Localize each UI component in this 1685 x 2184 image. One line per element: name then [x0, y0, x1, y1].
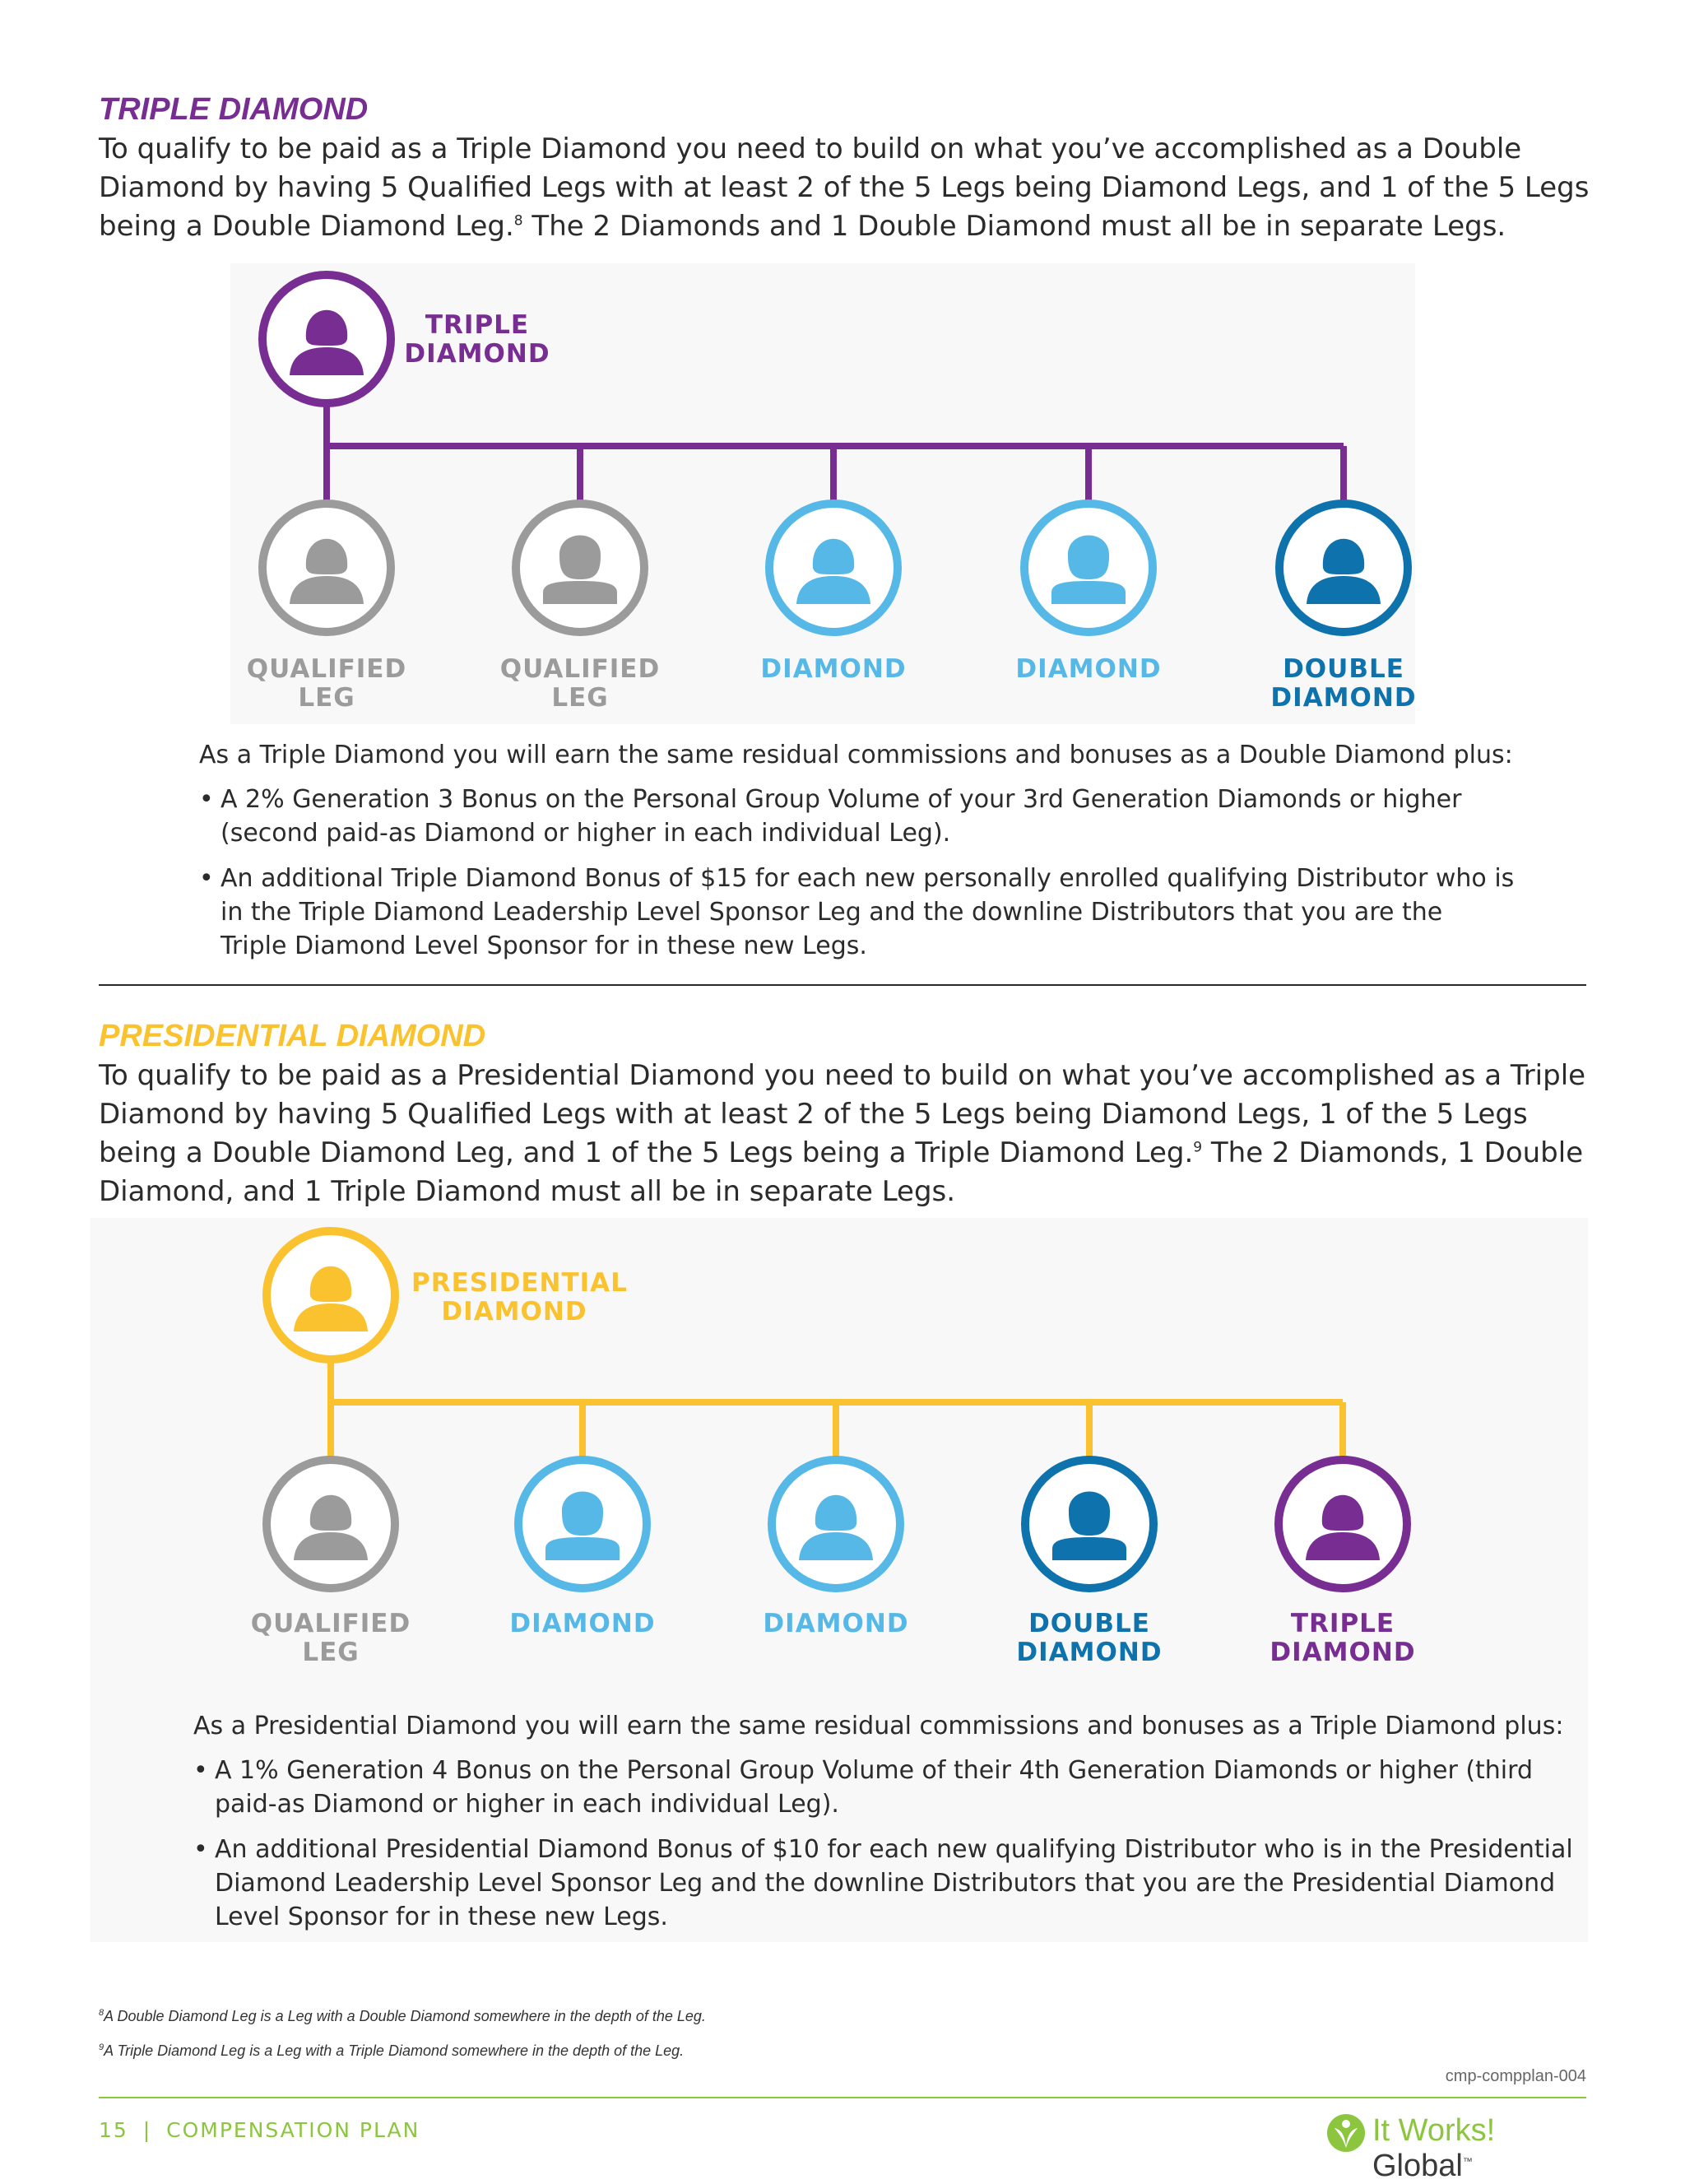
footnote-ref: 9	[1193, 1139, 1203, 1156]
intro-text-cont: The 2 Diamonds and 1 Double Diamond must…	[522, 210, 1506, 243]
presidential-node-2-label: DIAMOND	[509, 1609, 656, 1638]
triple-diamond-intro: To qualify to be paid as a Triple Diamon…	[99, 130, 1596, 246]
triple-node-5	[1275, 500, 1412, 636]
triple-diamond-tree-lines	[258, 271, 1412, 636]
female-person-icon	[799, 1494, 873, 1560]
female-person-icon	[1307, 538, 1381, 604]
female-person-icon	[294, 1266, 368, 1331]
presidential-node-2	[514, 1456, 651, 1592]
presidential-node-4	[1021, 1456, 1158, 1592]
triple-diamond-title: TRIPLE DIAMOND	[99, 92, 369, 127]
presidential-node-3	[768, 1456, 904, 1592]
list-item: A 2% Generation 3 Bonus on the Personal …	[199, 783, 1516, 850]
male-person-icon	[543, 535, 617, 604]
male-person-icon	[1051, 535, 1126, 604]
female-person-icon	[1306, 1494, 1380, 1560]
footer-page-label: 15 | COMPENSATION PLAN	[99, 2118, 420, 2142]
intro-text-cont: The 2 Diamonds, 1 Double Diamond, and 1 …	[99, 1136, 1584, 1208]
list-item: An additional Triple Diamond Bonus of $1…	[199, 862, 1516, 963]
document-code: cmp-compplan-004	[1445, 2067, 1586, 2085]
triple-node-2	[512, 500, 648, 636]
list-item: An additional Presidential Diamond Bonus…	[193, 1833, 1576, 1934]
list-item: A 1% Generation 4 Bonus on the Personal …	[193, 1754, 1576, 1821]
female-person-icon	[290, 538, 364, 604]
footnote-8: 8A Double Diamond Leg is a Leg with a Do…	[99, 2008, 706, 2024]
footer-separator: |	[142, 2118, 152, 2142]
female-person-icon	[290, 309, 364, 375]
presidential-benefits: As a Presidential Diamond you will earn …	[193, 1712, 1576, 1945]
footnote-ref: 8	[513, 212, 523, 230]
presidential-diamond-tree-lines	[262, 1227, 1411, 1592]
presidential-benefits-list: A 1% Generation 4 Bonus on the Personal …	[193, 1754, 1576, 1934]
presidential-diamond-intro: To qualify to be paid as a Presidential …	[99, 1057, 1596, 1211]
presidential-benefits-lead: As a Presidential Diamond you will earn …	[193, 1712, 1564, 1740]
section-divider	[99, 984, 1586, 986]
male-person-icon	[545, 1491, 620, 1560]
page-number: 15	[99, 2118, 128, 2142]
triple-top-label: TRIPLE DIAMOND	[404, 310, 550, 369]
triple-benefits-list: A 2% Generation 3 Bonus on the Personal …	[199, 783, 1516, 963]
triple-node-4-label: DIAMOND	[1015, 654, 1162, 684]
female-person-icon	[796, 538, 870, 604]
presidential-node-3-label: DIAMOND	[763, 1609, 909, 1638]
presidential-top-node	[262, 1227, 399, 1364]
presidential-node-5	[1274, 1456, 1411, 1592]
male-person-icon	[1052, 1491, 1126, 1560]
footnote-9: 9A Triple Diamond Leg is a Leg with a Tr…	[99, 2042, 685, 2059]
presidential-top-label: PRESIDENTIAL DIAMOND	[411, 1268, 628, 1327]
leaf-person-icon	[1327, 2114, 1365, 2152]
triple-node-4	[1020, 500, 1157, 636]
intro-text: To qualify to be paid as a Presidential …	[99, 1059, 1586, 1169]
triple-top-node	[258, 271, 395, 407]
triple-node-3	[765, 500, 902, 636]
footer-divider	[99, 2097, 1586, 2098]
female-person-icon	[294, 1494, 368, 1560]
intro-text: To qualify to be paid as a Triple Diamon…	[99, 132, 1590, 243]
triple-benefits: As a Triple Diamond you will earn the sa…	[199, 741, 1516, 974]
presidential-node-1	[262, 1456, 399, 1592]
presidential-diamond-title: PRESIDENTIAL DIAMOND	[99, 1019, 486, 1053]
footer-section: COMPENSATION PLAN	[166, 2118, 420, 2142]
it-works-logo: It Works! Global™	[1326, 2110, 1586, 2183]
triple-benefits-lead: As a Triple Diamond you will earn the sa…	[199, 741, 1513, 769]
triple-node-1	[258, 500, 395, 636]
logo-wordmark: It Works! Global™	[1372, 2113, 1496, 2183]
triple-node-3-label: DIAMOND	[760, 654, 907, 684]
